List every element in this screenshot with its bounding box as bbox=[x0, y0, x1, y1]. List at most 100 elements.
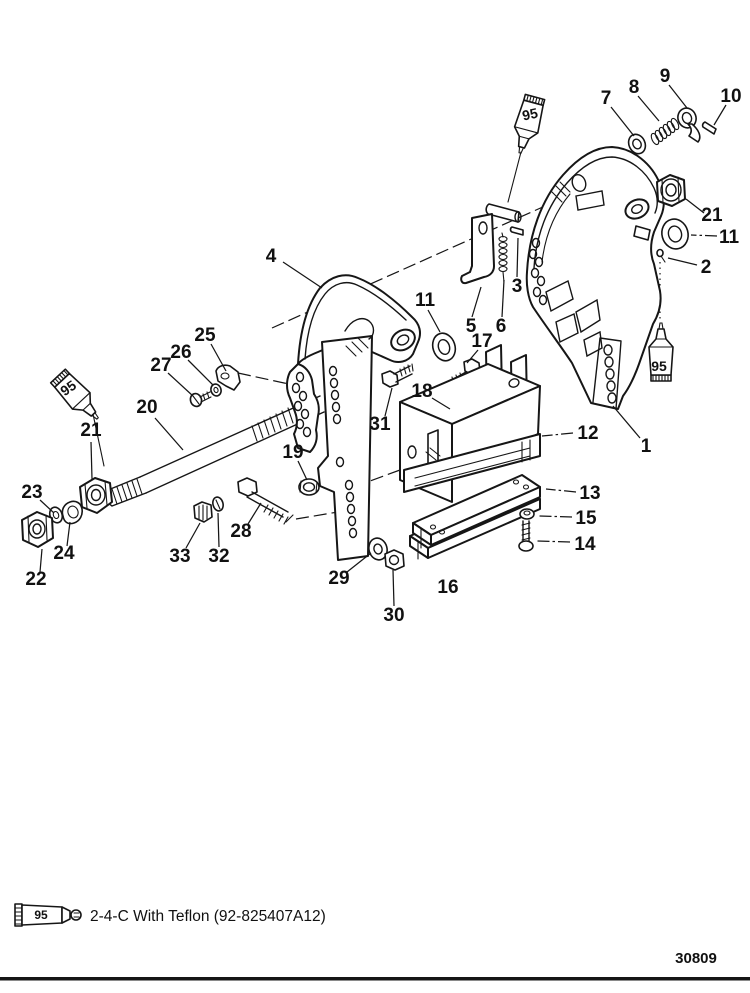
transom-plates bbox=[409, 474, 541, 560]
bracket-4-plate-holes-bottom bbox=[344, 479, 358, 539]
callout-19-leader bbox=[297, 460, 308, 481]
callout-10: 10 bbox=[720, 86, 741, 107]
tilt-pin bbox=[105, 395, 325, 507]
bracket-4-arm-inner bbox=[304, 282, 407, 360]
bracket-4-boss-bore bbox=[396, 334, 410, 346]
callout-23-leader bbox=[39, 499, 55, 514]
callout-29-leader bbox=[346, 552, 372, 573]
screw-14-head bbox=[518, 540, 534, 552]
callout-11-right-leader bbox=[690, 234, 718, 237]
legend-tube-label: 95 bbox=[34, 908, 48, 922]
callout-7-leader bbox=[610, 106, 635, 137]
bracket-1-arm-accent bbox=[541, 193, 571, 263]
pin-threads-left bbox=[111, 478, 143, 505]
housing-hatch bbox=[425, 447, 441, 461]
washer-26-bore bbox=[213, 386, 219, 394]
callout-30: 30 bbox=[383, 605, 404, 626]
legend-text: 2-4-C With Teflon (92-825407A12) bbox=[90, 908, 326, 925]
callout-9-leader bbox=[668, 84, 688, 109]
screw-2-tip bbox=[660, 255, 666, 263]
callout-1: 1 bbox=[641, 436, 652, 457]
callout-15-leader bbox=[537, 515, 573, 518]
callout-17: 17 bbox=[471, 331, 492, 352]
tube-num-top: 95 bbox=[521, 105, 540, 124]
bolt-31-threads bbox=[399, 363, 414, 377]
pin-shaft bbox=[139, 395, 321, 478]
washer-29-bore bbox=[373, 543, 383, 555]
nut-22 bbox=[21, 511, 54, 548]
bolt-centerline bbox=[295, 511, 339, 520]
pin-10 bbox=[701, 121, 717, 135]
callout-33-leader bbox=[185, 522, 201, 549]
callout-13: 13 bbox=[579, 483, 600, 504]
spring-8 bbox=[650, 117, 680, 146]
bracket-1-boss-bore bbox=[631, 203, 643, 215]
screw-27-shaft bbox=[192, 391, 212, 405]
nut-21-right-facets bbox=[661, 176, 680, 204]
nut-22-facets bbox=[27, 514, 48, 543]
callout-24: 24 bbox=[53, 543, 75, 564]
callout-5-leader bbox=[471, 286, 482, 318]
callout-15: 15 bbox=[575, 508, 597, 529]
callout-21-left-leader bbox=[90, 441, 93, 480]
washer-26 bbox=[210, 383, 222, 397]
bolt-31-head bbox=[381, 370, 399, 388]
lever-fitting-9-bore bbox=[681, 111, 693, 125]
callout-21-right: 21 bbox=[701, 205, 723, 226]
callout-31-leader bbox=[384, 387, 393, 417]
callout-3: 3 bbox=[512, 276, 523, 297]
callout-27-leader bbox=[167, 372, 194, 397]
nut-21-right-bore bbox=[665, 183, 677, 197]
bracket-4-hatch bbox=[345, 337, 369, 357]
callout-23: 23 bbox=[21, 482, 42, 503]
bracket-1-bar-holes bbox=[603, 344, 617, 404]
drawing-number: 30809 bbox=[675, 950, 717, 967]
callout-13-leader bbox=[545, 488, 577, 493]
bracket-1-boss bbox=[624, 198, 650, 220]
clamp-screw-group bbox=[189, 364, 241, 408]
bolt-28-shaft bbox=[251, 491, 289, 513]
screw-14-threads bbox=[521, 522, 531, 541]
callout-32: 32 bbox=[208, 546, 229, 567]
callout-8: 8 bbox=[629, 77, 640, 98]
callout-25-leader bbox=[210, 343, 227, 372]
callout-18-leader bbox=[431, 397, 451, 410]
bracket-1-top-hole bbox=[571, 174, 587, 192]
bracket-4-flange-holes bbox=[291, 371, 312, 438]
callout-17-leader bbox=[466, 349, 479, 364]
page-footer-rule bbox=[0, 977, 750, 981]
callout-18: 18 bbox=[411, 381, 432, 402]
lock-pin bbox=[485, 203, 520, 223]
bracket-5 bbox=[460, 213, 495, 285]
callout-2-leader bbox=[667, 257, 698, 266]
callout-26-leader bbox=[187, 359, 214, 386]
callout-4-leader bbox=[282, 261, 323, 289]
lock-pin-end bbox=[514, 211, 522, 223]
plate-16-end bbox=[409, 535, 429, 559]
legend: 95 2-4-C With Teflon (92-825407A12) bbox=[14, 903, 326, 927]
callout-2: 2 bbox=[701, 257, 712, 278]
nut-22-bore bbox=[32, 523, 42, 535]
washer-29 bbox=[368, 537, 388, 561]
grease-tube-icon bbox=[14, 903, 82, 927]
housing-rail-groove bbox=[414, 439, 531, 487]
screw-2 bbox=[656, 248, 664, 258]
assembly-centerline bbox=[271, 205, 546, 329]
bracket-1-tab bbox=[633, 225, 651, 241]
callout-28: 28 bbox=[230, 521, 251, 542]
grease-tube-right bbox=[648, 322, 674, 382]
callout-20: 20 bbox=[136, 397, 157, 418]
nut-21-facets bbox=[84, 480, 108, 509]
bolt-28-threads bbox=[263, 504, 294, 525]
grease-tube-top bbox=[513, 93, 546, 154]
nut-21-right-face bbox=[660, 178, 682, 202]
tilt-lever-hardware bbox=[627, 107, 717, 263]
callout-29: 29 bbox=[328, 568, 349, 589]
callout-12: 12 bbox=[577, 423, 598, 444]
bracket-1-body bbox=[525, 146, 665, 410]
nut-30-bore bbox=[388, 554, 400, 566]
bracket-4-boss bbox=[390, 328, 416, 352]
nut-30 bbox=[384, 549, 405, 571]
